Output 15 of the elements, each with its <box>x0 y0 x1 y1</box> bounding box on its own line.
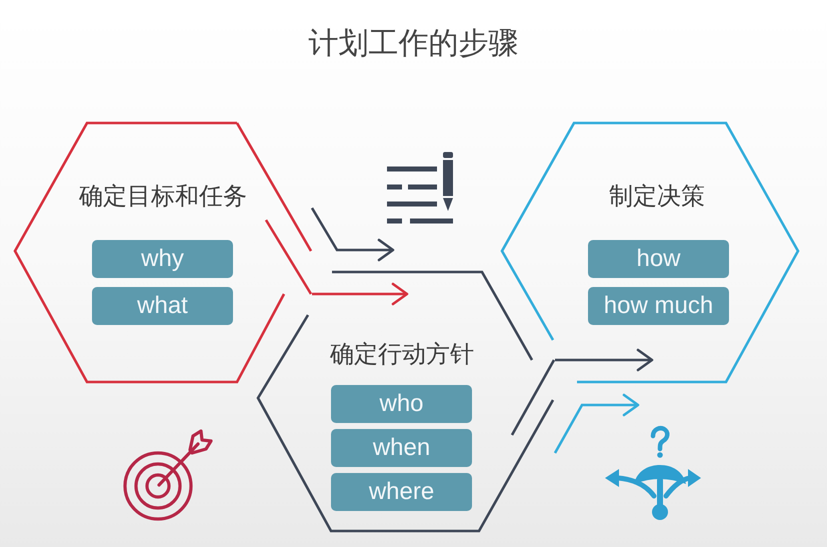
arrow <box>555 348 654 372</box>
keyword-chip: what <box>92 287 233 325</box>
keyword-chip: why <box>92 240 233 278</box>
hexagon-heading: 制定决策 <box>609 182 705 212</box>
keyword-chip: when <box>331 429 472 467</box>
arrow <box>312 282 408 306</box>
arrow <box>310 207 394 262</box>
hexagon-heading: 确定目标和任务 <box>79 182 247 212</box>
keyword-chip: how <box>588 240 729 278</box>
hexagon-heading: 确定行动方针 <box>330 340 474 370</box>
keyword-chip: where <box>331 473 472 511</box>
arrow <box>554 394 640 454</box>
title: 计划工作的步骤 <box>308 26 518 62</box>
keyword-chip: who <box>331 385 472 423</box>
keyword-chip: how much <box>588 287 729 325</box>
